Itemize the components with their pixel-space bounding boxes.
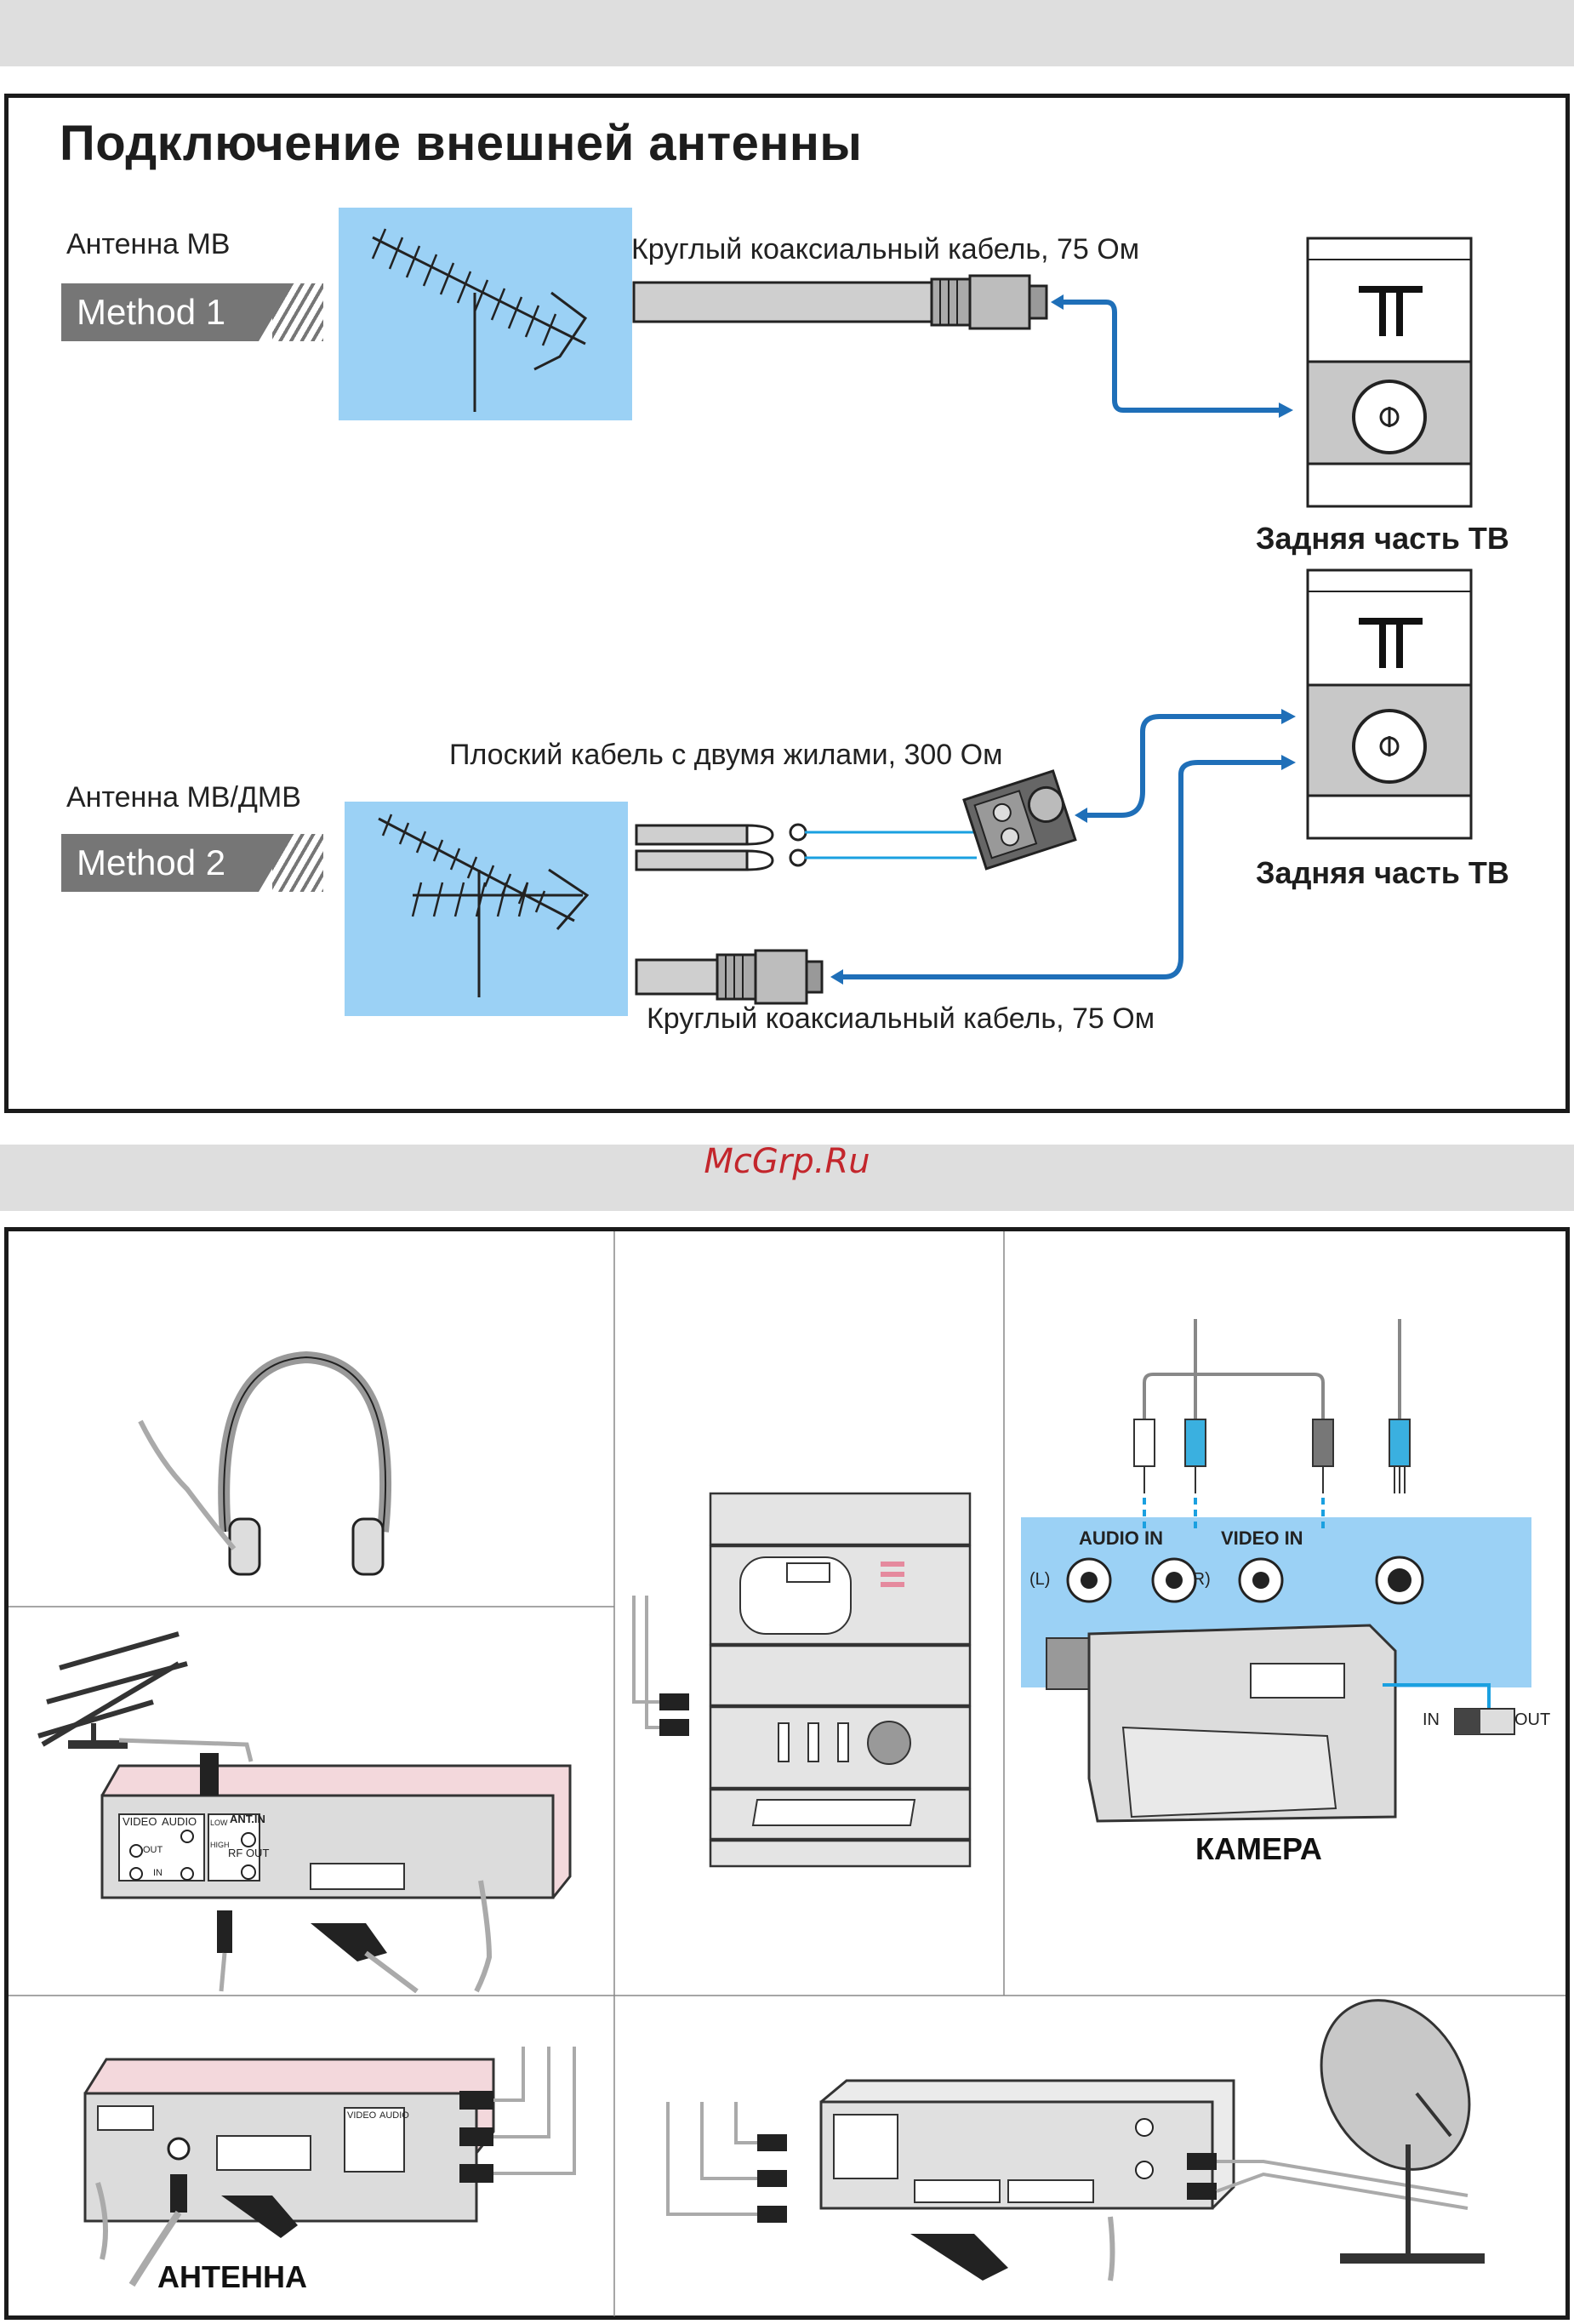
tv-small-audio-label: AUDIO <box>379 2110 409 2121</box>
tv-rear-caption-2: Задняя часть ТВ <box>1256 855 1509 890</box>
tv-small-video-label: VIDEO <box>347 2110 377 2121</box>
method1-stripes <box>272 283 323 341</box>
method1-antenna-panel <box>339 208 632 420</box>
camera-video-in-label: VIDEO IN <box>1221 1527 1303 1549</box>
method2-antenna-label: Антенна МВ/ДМВ <box>66 781 301 814</box>
vcr-in-label: IN <box>153 1868 163 1878</box>
av-plugs <box>1133 1319 1411 1532</box>
method2-cables <box>635 709 1296 1005</box>
method1-antenna-label: Антенна МВ <box>66 228 231 260</box>
tv-rear-antenna-setup <box>83 2047 576 2287</box>
vhf-antenna-icon <box>371 228 588 412</box>
camera-audio-in-label: AUDIO IN <box>1079 1527 1163 1549</box>
camera-jacks <box>1066 1556 1424 1605</box>
headphones-icon <box>138 1350 392 1576</box>
antenna-caption: АНТЕННА <box>157 2259 307 2294</box>
vcr-rf-out-label: RF OUT <box>228 1847 270 1859</box>
method2-stripes <box>272 834 323 892</box>
tv-rear-caption-1: Задняя часть ТВ <box>1256 521 1509 556</box>
camera-switch-out-label: OUT <box>1514 1710 1551 1729</box>
hifi-stereo-icon <box>632 1492 972 1868</box>
coax-cable-label-2: Круглый коаксиальный кабель, 75 Ом <box>647 1002 1155 1035</box>
page-title: Подключение внешней антенны <box>60 116 863 171</box>
vcr-audio-label: AUDIO <box>162 1815 197 1828</box>
vcr-low-label: LOW <box>210 1819 228 1827</box>
method1-cable-label: Круглый коаксиальный кабель, 75 Ом <box>631 233 1140 266</box>
camcorder-icon <box>1046 1624 1515 1823</box>
satellite-receiver-setup <box>666 1999 1485 2281</box>
flat-cable-label: Плоский кабель с двумя жилами, 300 Ом <box>449 739 1003 771</box>
vcr-video-label: VIDEO <box>123 1815 157 1828</box>
camera-caption: КАМЕРА <box>1195 1831 1322 1866</box>
vcr-antenna-setup <box>37 1631 572 1994</box>
method2-badge-text: Method 2 <box>77 842 226 882</box>
middle-band <box>0 1145 1574 1211</box>
method2-antenna-panel <box>345 802 628 1016</box>
tv-rear-socket-2 <box>1306 568 1473 840</box>
camera-left-label: (L) <box>1029 1570 1051 1589</box>
camera-switch-in-label: IN <box>1423 1710 1440 1729</box>
vcr-ant-in-label: ANT.IN <box>230 1813 265 1825</box>
vcr-out-label: OUT <box>143 1845 163 1855</box>
method1-coax-cable <box>632 274 1293 418</box>
top-band <box>0 0 1574 66</box>
method1-badge-text: Method 1 <box>77 292 226 332</box>
vcr-high-label: HIGH <box>210 1841 230 1849</box>
vhf-uhf-antenna-icon <box>378 814 590 997</box>
watermark: McGrp.Ru <box>704 1142 870 1181</box>
tv-rear-socket-1 <box>1306 237 1473 508</box>
